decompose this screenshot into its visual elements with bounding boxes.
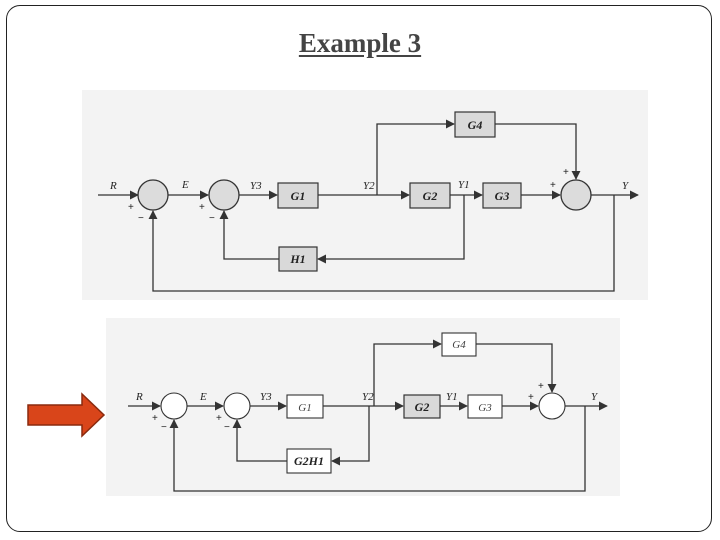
signal-y: Y — [622, 180, 630, 192]
block-g3 — [482, 182, 522, 209]
summing-junction2-2 — [223, 392, 251, 420]
sign-s1-fb: − — [138, 213, 144, 224]
signal2-y2: Y2 — [362, 391, 374, 403]
signal-y3: Y3 — [250, 180, 262, 192]
wire-to-g4 — [376, 119, 455, 195]
signal2-y: Y — [591, 391, 599, 403]
sign-s3-left: + — [550, 180, 556, 191]
signal2-y3: Y3 — [260, 391, 272, 403]
label2-g4: G4 — [452, 339, 466, 351]
wire2-from-g4 — [476, 343, 557, 393]
wire-unity-feedback — [148, 195, 615, 292]
signal-r: R — [109, 180, 117, 192]
signal-y2: Y2 — [363, 180, 375, 192]
sign-s1-in: + — [128, 202, 134, 213]
wire2-to-g2h1 — [331, 406, 370, 466]
wire-from-g4 — [495, 123, 581, 180]
label2-g2h1: G2H1 — [294, 454, 324, 468]
label-g2: G2 — [423, 189, 438, 203]
signal2-r: R — [135, 391, 143, 403]
summing-junction2-1 — [160, 392, 188, 420]
sign2-s1-in: + — [152, 413, 158, 424]
sign-s2-in: + — [199, 202, 205, 213]
sign-s2-fb: − — [209, 213, 215, 224]
sign2-s2-fb: − — [224, 422, 230, 433]
summing-junction-3 — [560, 179, 592, 211]
wire-to-h1 — [317, 195, 465, 264]
summing-junction-1 — [137, 179, 169, 211]
signal-y1: Y1 — [458, 179, 470, 191]
sign-s3-top: + — [563, 167, 569, 178]
signal2-y1: Y1 — [446, 391, 458, 403]
wire-from-h1 — [219, 210, 279, 260]
sign2-s2-in: + — [216, 413, 222, 424]
label-g1: G1 — [291, 189, 306, 203]
wire2-to-g4 — [373, 339, 442, 406]
label-g4: G4 — [468, 118, 483, 132]
signal-e: E — [181, 179, 189, 191]
slide-title: Example 3 — [298, 28, 422, 58]
pointer-arrow-icon — [27, 392, 106, 438]
label2-g1: G1 — [298, 402, 311, 414]
wire2-from-g2h1 — [232, 419, 287, 462]
block-g2 — [409, 182, 451, 209]
label2-g2: G2 — [415, 400, 430, 414]
signal2-e: E — [199, 391, 207, 403]
label-g3: G3 — [495, 189, 510, 203]
sign2-s1-fb: − — [161, 422, 167, 433]
diagram-reduced: G1 G2 G3 G4 G2H1 R E Y3 Y2 Y1 Y + − + − … — [106, 318, 620, 496]
sign2-s3-left: + — [528, 392, 534, 403]
block-g1 — [277, 182, 319, 209]
sign2-s3-top: + — [538, 381, 544, 392]
label2-g3: G3 — [478, 402, 492, 414]
summing-junction2-3 — [538, 392, 566, 420]
diagram-original: G1 G2 G3 G4 H1 R E Y3 Y2 Y1 Y + − + − + … — [82, 90, 648, 300]
label-h1: H1 — [289, 252, 305, 266]
summing-junction-2 — [208, 179, 240, 211]
wire2-unity-feedback — [169, 406, 586, 492]
